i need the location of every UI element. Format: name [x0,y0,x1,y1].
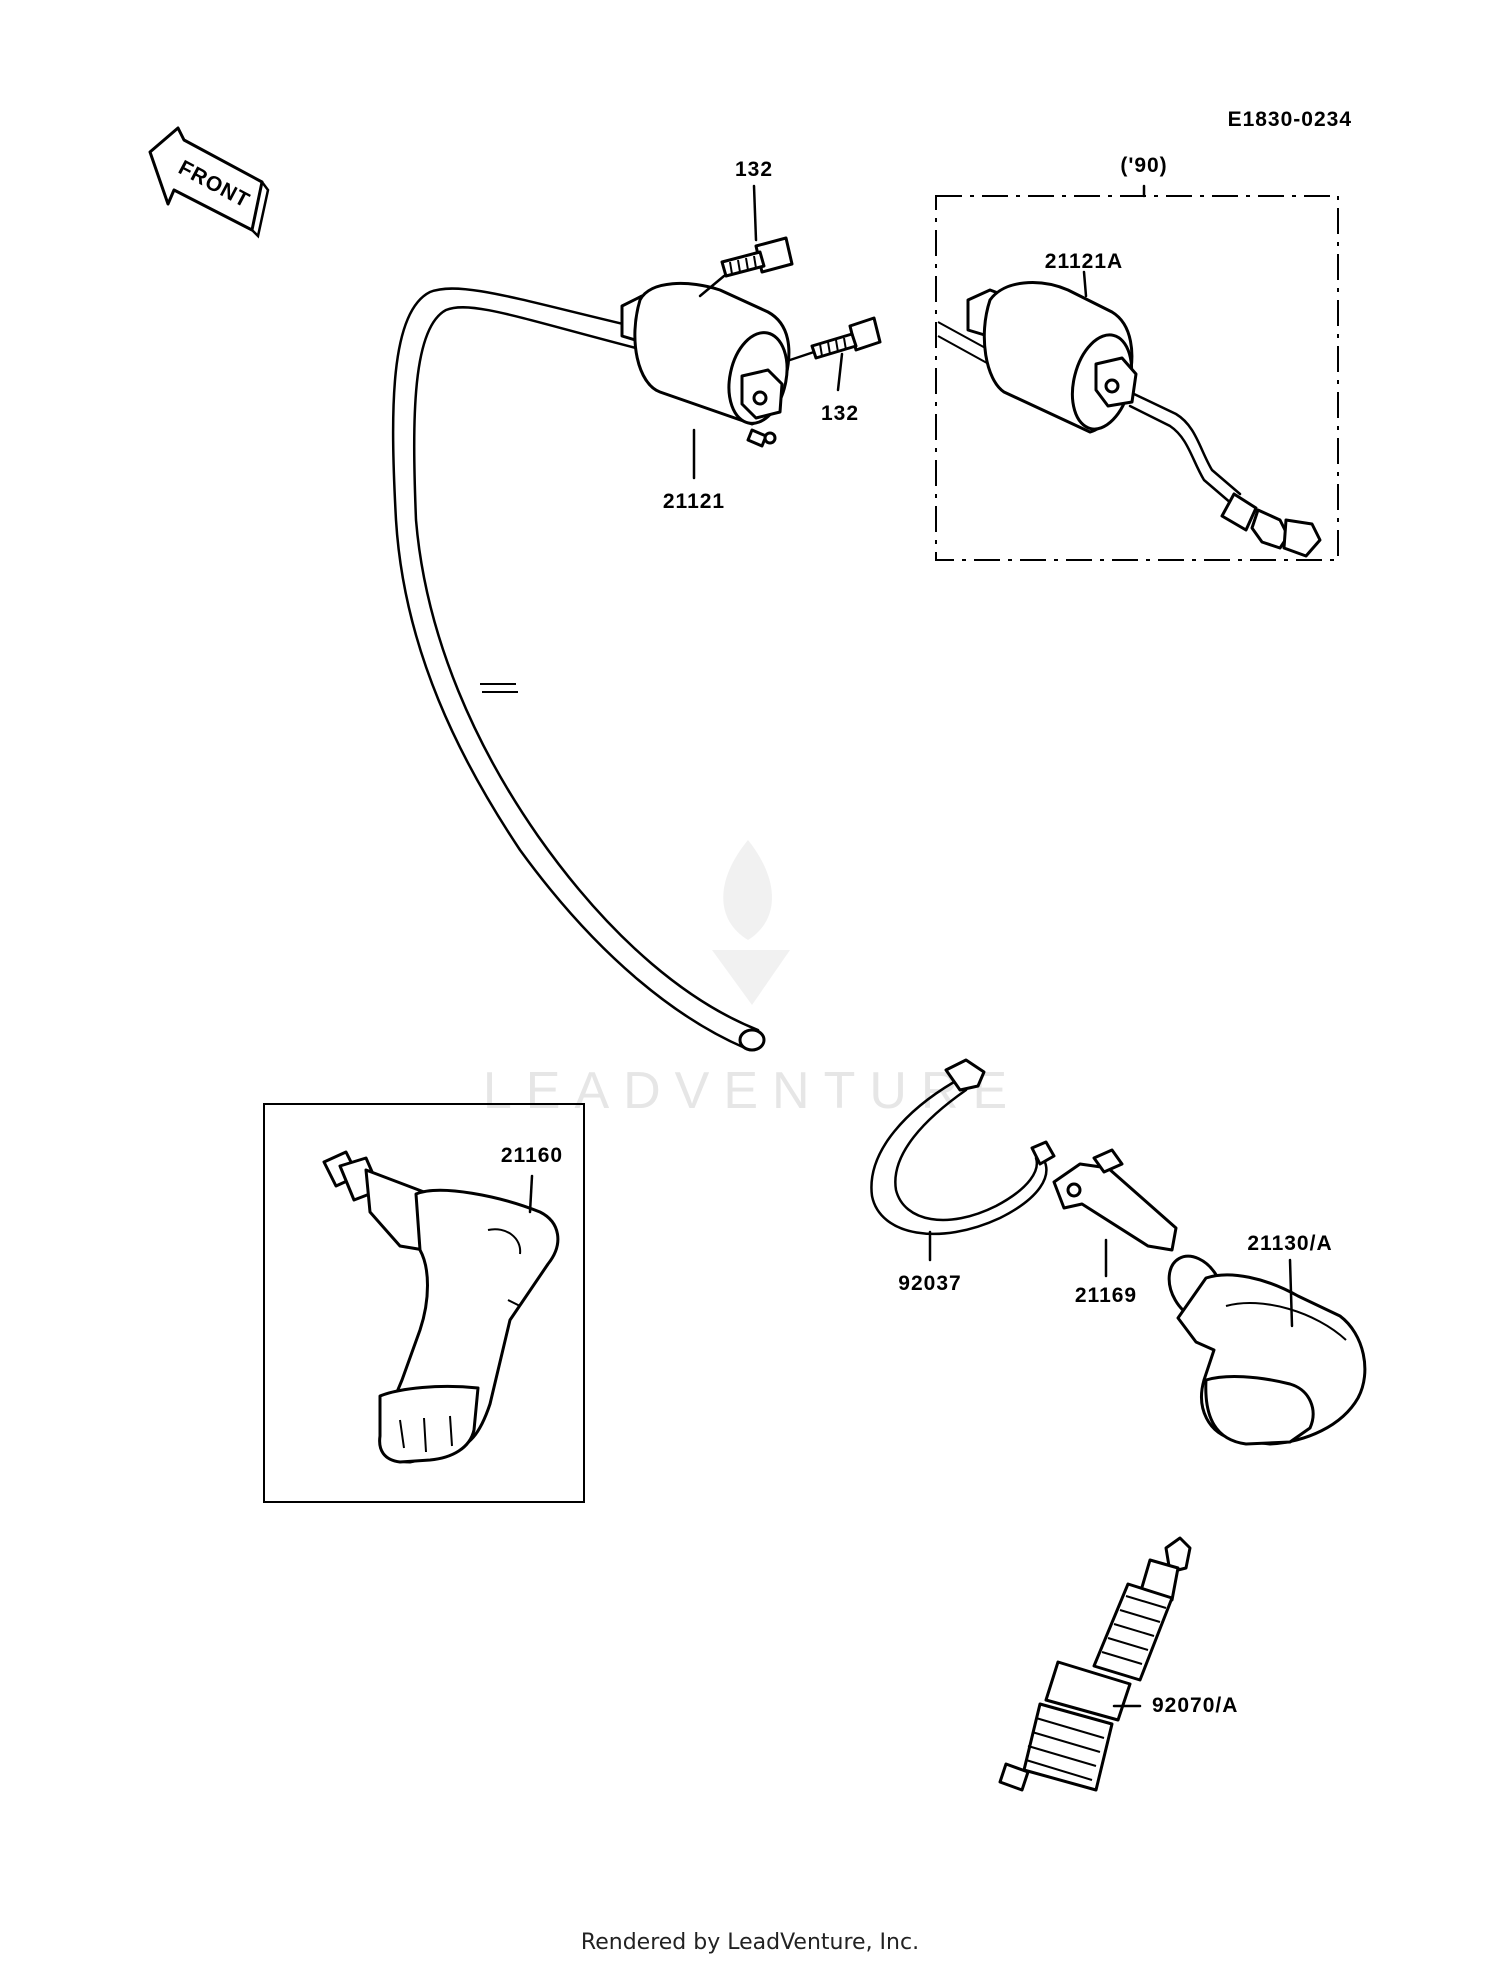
inset-year-label: ('90) [1120,154,1167,177]
ignition-coil-alt [937,281,1322,558]
callout-cap-boxed: 21160 [501,1144,563,1167]
callout-bolt-top: 132 [735,158,773,181]
footer-credit: Rendered by LeadVenture, Inc. [580,1930,920,1955]
callout-coil: 21121 [663,490,725,513]
clamp [1052,1148,1178,1252]
bolt-top [720,236,794,278]
callout-coil-alt: 21121A [1045,250,1123,273]
plug-cap-alt [322,1150,560,1464]
callout-bolt-right: 132 [821,402,859,425]
bolt-right [810,316,882,360]
front-arrow-icon: FRONT [148,126,270,239]
ignition-coil [620,281,791,448]
ignition-wire [391,287,766,1052]
callout-cap: 21130/A [1247,1232,1332,1255]
band-strap [870,1058,1056,1236]
callout-clamp: 21169 [1075,1284,1137,1307]
inset-box-1990 [935,195,1339,561]
callout-band: 92037 [898,1272,961,1295]
inset-box-cap [263,1103,585,1503]
plug-cap [1167,1254,1367,1446]
watermark-logo [712,840,790,1005]
watermark-text: LEADVENTURE [483,1062,1021,1120]
spark-plug [998,1536,1192,1792]
diagram-id: E1830-0234 [1228,108,1352,131]
callout-spark-plug: 92070/A [1152,1694,1238,1717]
